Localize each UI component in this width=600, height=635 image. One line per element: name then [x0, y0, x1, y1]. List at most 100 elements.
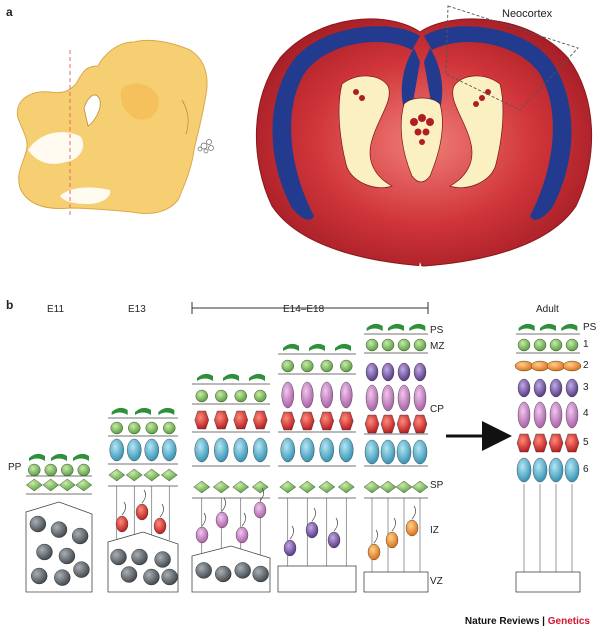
column-e16-mz-cell	[281, 359, 294, 373]
column-e16-migrating-neuron	[305, 521, 319, 539]
neocortex-label: Neocortex	[502, 8, 553, 20]
column-e13-ps-cell	[111, 407, 128, 415]
column-e18-mz-cell	[365, 338, 379, 352]
column-adult-layer1-cell	[565, 338, 579, 352]
coronal-brain-section	[255, 5, 593, 272]
column-e13-mz-cell	[110, 421, 123, 435]
column-e18-cp6-cell	[364, 439, 380, 465]
column-e11-pp-diamond	[75, 478, 93, 492]
adult-layer-4: 4	[583, 408, 589, 419]
column-e18-ps-cell	[366, 323, 383, 331]
column-adult-layer5-cell	[564, 433, 580, 453]
column-e14-ps-cell	[223, 373, 239, 381]
column-e14-mz-cell	[215, 389, 228, 403]
column-adult-layer2-cell	[562, 360, 582, 372]
column-e14-sp-diamond	[251, 480, 269, 494]
choroid-plexus-sketch	[197, 139, 214, 154]
column-adult-layer1-cell	[533, 338, 547, 352]
column-e14-ps-cell	[197, 373, 213, 381]
e14-e18-bracket	[191, 302, 429, 314]
column-e11-pp-cell	[77, 463, 90, 477]
column-e18-vz-box	[363, 571, 429, 593]
column-e18-migrating-neuron	[367, 543, 381, 561]
journal-credit: Nature Reviews | Genetics	[465, 616, 590, 627]
column-adult-layer1-cell	[549, 338, 563, 352]
column-e18-cp4-cell	[397, 384, 411, 412]
column-e13-mz-cell	[145, 421, 158, 435]
stage-label-e13: E13	[128, 304, 146, 315]
column-e14-mz-cell	[254, 389, 267, 403]
column-e11-progenitor-cell	[36, 543, 53, 561]
adult-layer-5: 5	[583, 437, 589, 448]
column-e11-pp-diamond	[58, 478, 76, 492]
column-e11-progenitor-cell	[29, 515, 47, 533]
column-e14-sp-diamond	[232, 480, 250, 494]
column-e14-cp5-cell	[194, 410, 209, 430]
column-e13-ps-cell	[158, 407, 175, 415]
panel-a-label: a	[6, 5, 13, 19]
panel-b-label: b	[6, 298, 13, 312]
column-e18-migrating-neuron-process	[373, 529, 378, 544]
column-e18-sp-diamond	[379, 480, 397, 494]
column-e14-cp6-cell	[253, 437, 268, 463]
column-e13-cp-cell	[162, 438, 177, 462]
column-e16-cp6-cell	[280, 437, 295, 463]
sagittal-brain-illustration	[16, 39, 214, 216]
column-e16-cp5-cell	[280, 411, 295, 431]
column-adult-layer4-cell	[533, 401, 547, 429]
column-e18-cp6-cell	[412, 439, 428, 465]
column-e16-cp4-cell	[301, 381, 314, 409]
column-e16-migrating-neuron	[327, 531, 341, 549]
stage-label-e11: E11	[47, 304, 64, 315]
column-e18-sp-diamond	[411, 480, 429, 494]
column-e18-cp5-cell	[396, 414, 412, 434]
column-e13-migrating-neuron-process	[141, 489, 146, 504]
column-e13-cp-cell	[127, 438, 142, 462]
column-e18-cp5-cell	[412, 414, 428, 434]
column-e18-cp4-cell	[381, 384, 395, 412]
column-e14-migrating-neuron	[195, 526, 209, 544]
column-e14-migrating-neuron-process	[221, 497, 226, 512]
column-adult-layer3-cell	[533, 378, 547, 398]
column-e16-ps-cell	[335, 343, 351, 351]
column-e11-progenitor-cell	[73, 561, 90, 578]
column-e13-migrating-neuron	[115, 515, 129, 533]
column-e11-pp-cell	[28, 463, 41, 477]
column-e18-cp5-cell	[380, 414, 396, 434]
column-e16-cp6-cell	[319, 437, 334, 463]
column-e18-ps-cell	[409, 323, 426, 331]
column-e14-migrating-neuron	[215, 511, 229, 529]
column-e16-cp6-cell	[300, 437, 315, 463]
column-e11-progenitor-cell	[50, 521, 68, 538]
column-e11-progenitor-cell	[54, 569, 71, 586]
column-adult-layer2-cell	[530, 360, 550, 372]
column-e14-mz-cell	[195, 389, 208, 403]
layer-label-vz: VZ	[430, 576, 443, 587]
column-e16-cp5-cell	[300, 411, 315, 431]
column-e13-cp-cell	[144, 438, 159, 462]
column-e14-migrating-neuron-process	[259, 487, 264, 502]
column-adult-layer4-cell	[565, 401, 579, 429]
column-e16-migrating-neuron-process	[289, 525, 294, 540]
column-e14-progenitor-cell	[234, 562, 251, 579]
column-e18-cp4-cell	[413, 384, 427, 412]
column-e14-mz-cell	[234, 389, 247, 403]
column-e11-pp-diamond	[42, 478, 60, 492]
column-e13-ps-cell	[135, 407, 151, 415]
column-adult-layer3-cell	[565, 378, 579, 398]
column-adult-layer2-cell	[514, 360, 534, 372]
column-e11-pp-cell	[44, 463, 57, 477]
column-e18-migrating-neuron-process	[391, 517, 396, 532]
adult-layer-6: 6	[583, 464, 589, 475]
column-e16-sp-diamond	[337, 480, 355, 494]
column-e16-vz-box	[277, 565, 357, 593]
neocortex-inset-box	[445, 5, 579, 111]
column-e14-sp-diamond	[193, 480, 211, 494]
column-e13-progenitor-cell	[110, 548, 127, 566]
layer-label-pp: PP	[8, 462, 22, 473]
column-e16-mz-cell	[301, 359, 314, 373]
layer-label-iz: IZ	[430, 525, 439, 536]
column-adult-layer5-cell	[532, 433, 548, 453]
column-e13-progenitor-cell	[120, 566, 138, 583]
column-e18-sp-diamond	[395, 480, 413, 494]
